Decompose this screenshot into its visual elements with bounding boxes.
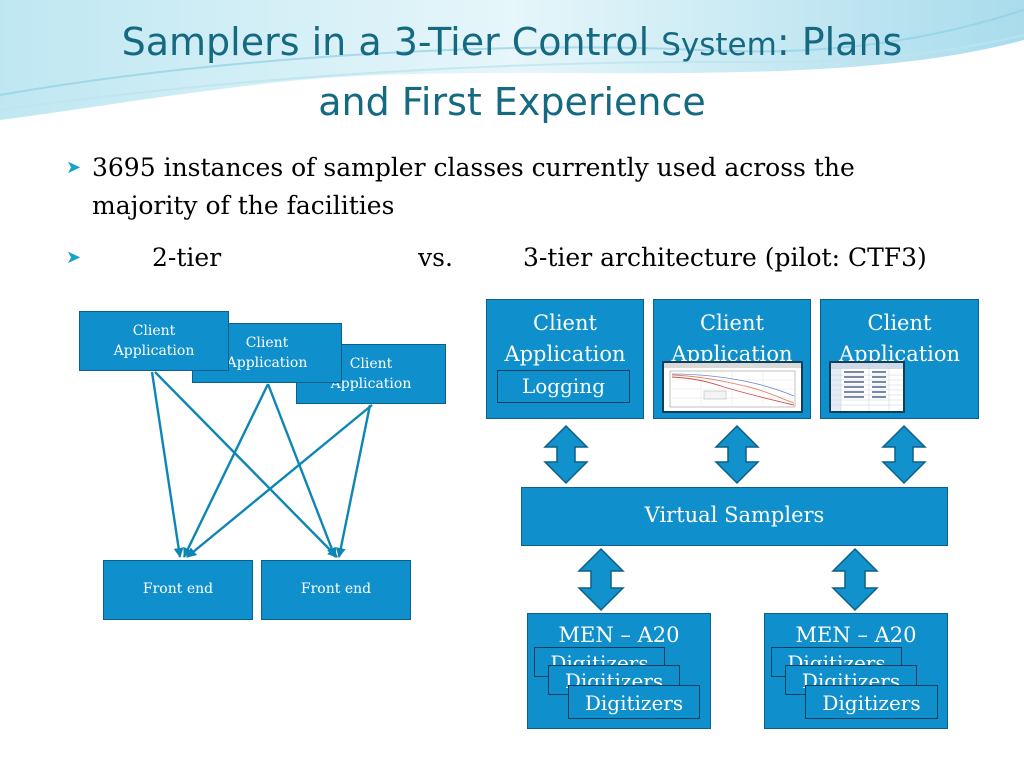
bullet-arrow-icon: ➤ <box>66 247 82 268</box>
bullet-1-line-2: majority of the facilities <box>92 191 395 220</box>
plot-thumbnail-icon <box>662 361 803 413</box>
link-app2-fe1 <box>182 383 270 558</box>
link-app1-fe1 <box>150 371 184 558</box>
double-arrow-icon <box>543 424 589 485</box>
two-tier-front-end-2: Front end <box>261 560 411 620</box>
digitizers-box-2c: Digitizers <box>805 685 938 719</box>
two-tier-front-end-1: Front end <box>103 560 253 620</box>
bullet-1-line-1: 3695 instances of sampler classes curren… <box>92 153 855 182</box>
bullet-2-three-tier: 3-tier architecture (pilot: CTF3) <box>523 243 927 272</box>
link-app3-fe1 <box>186 404 373 558</box>
link-app3-fe2 <box>335 404 372 558</box>
background-swoosh <box>0 0 1024 120</box>
double-arrow-icon <box>831 547 879 612</box>
bullet-arrow-icon: ➤ <box>66 157 82 178</box>
title-line-1: Samplers in a 3-Tier Control System: Pla… <box>121 20 903 64</box>
logging-box: Logging <box>497 370 630 403</box>
bullet-2: ➤ 2-tier vs. 3-tier architecture (pilot:… <box>66 240 1006 280</box>
table-thumbnail-icon <box>829 361 905 413</box>
double-arrow-icon <box>881 424 927 485</box>
digitizers-box-1c: Digitizers <box>568 685 700 719</box>
bullet-2-two-tier: 2-tier <box>152 243 222 272</box>
bullet-2-vs: vs. <box>418 243 453 272</box>
double-arrow-icon <box>577 547 625 612</box>
double-arrow-icon <box>714 424 760 485</box>
virtual-samplers-box: Virtual Samplers <box>521 487 948 546</box>
bullet-1: ➤ 3695 instances of sampler classes curr… <box>66 150 966 230</box>
title-line-2: and First Experience <box>318 80 706 124</box>
link-app2-fe2 <box>266 383 337 558</box>
